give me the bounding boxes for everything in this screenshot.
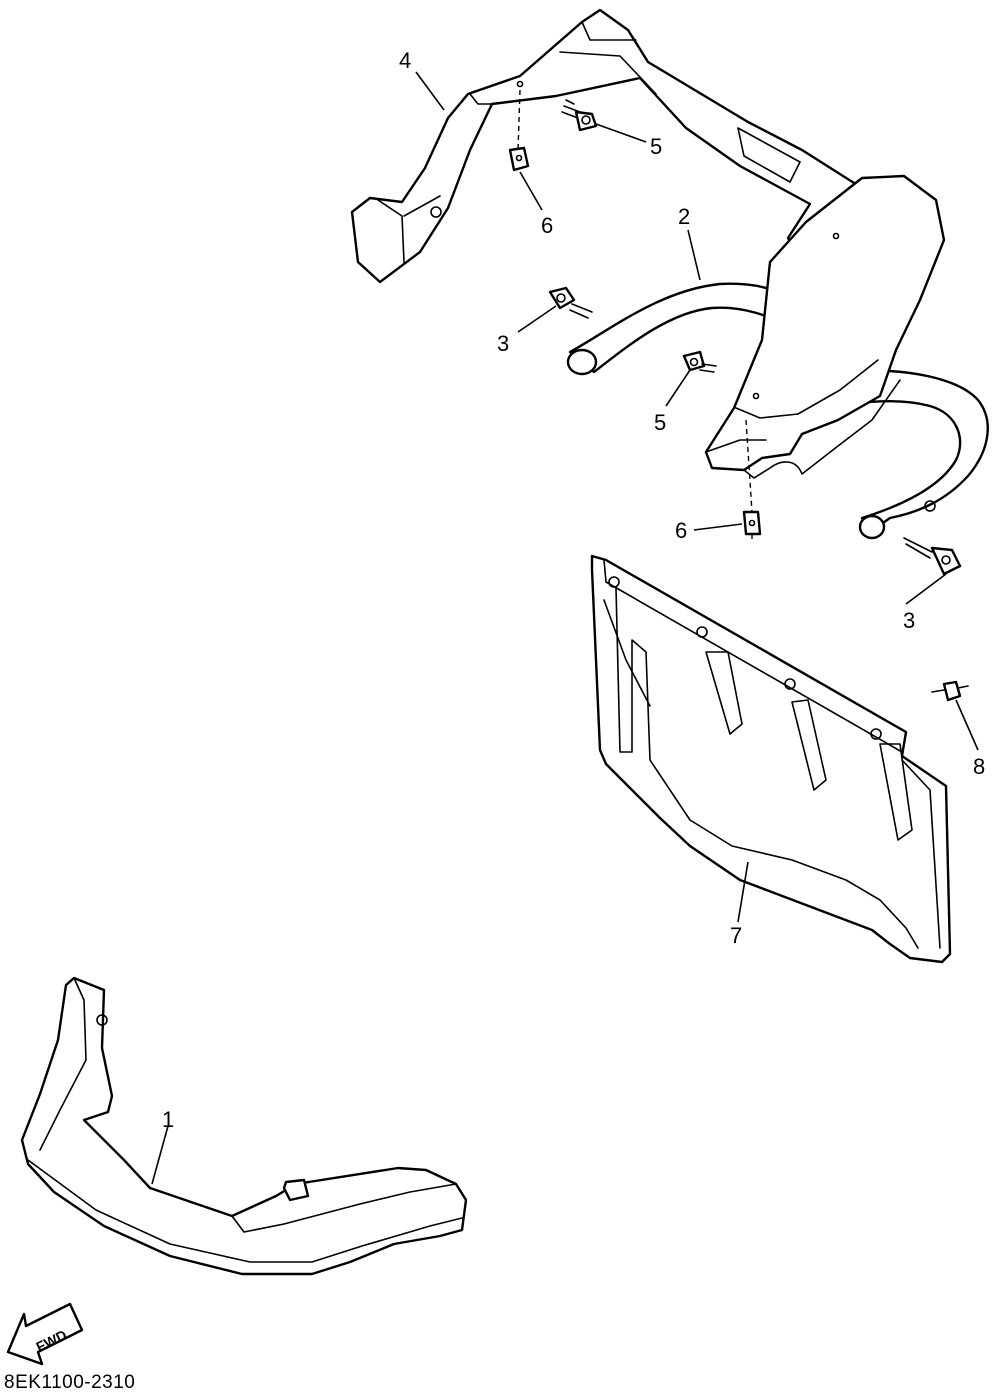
callout-1: 1 xyxy=(162,1107,174,1132)
callout-3-upper: 3 xyxy=(497,331,509,356)
callout-7: 7 xyxy=(730,923,742,948)
bolt-3-upper xyxy=(548,286,593,319)
callout-5-lower: 5 xyxy=(654,410,666,435)
callout-5-upper: 5 xyxy=(650,134,662,159)
bolt-5-upper xyxy=(561,99,598,132)
diagram-code: 8EK1100-2310 xyxy=(4,1372,136,1393)
callout-6-upper: 6 xyxy=(541,213,553,238)
callout-3-lower: 3 xyxy=(903,608,915,633)
callout-6-lower: 6 xyxy=(675,518,687,543)
callout-8: 8 xyxy=(973,754,985,779)
nut-6-lower xyxy=(742,510,762,536)
nut-6-upper xyxy=(508,146,530,172)
part-1-front-bumper xyxy=(20,976,468,1276)
callout-4: 4 xyxy=(399,48,411,73)
bolt-5-lower xyxy=(682,350,717,373)
part-4-side-panel xyxy=(704,174,946,479)
bolt-3-lower xyxy=(903,537,962,576)
callout-2: 2 xyxy=(678,204,690,229)
part-7-guard-plate xyxy=(590,554,952,964)
leader-lines xyxy=(151,71,979,1185)
rivet-8 xyxy=(931,680,969,702)
fwd-arrow-icon: FWD xyxy=(6,1302,84,1366)
